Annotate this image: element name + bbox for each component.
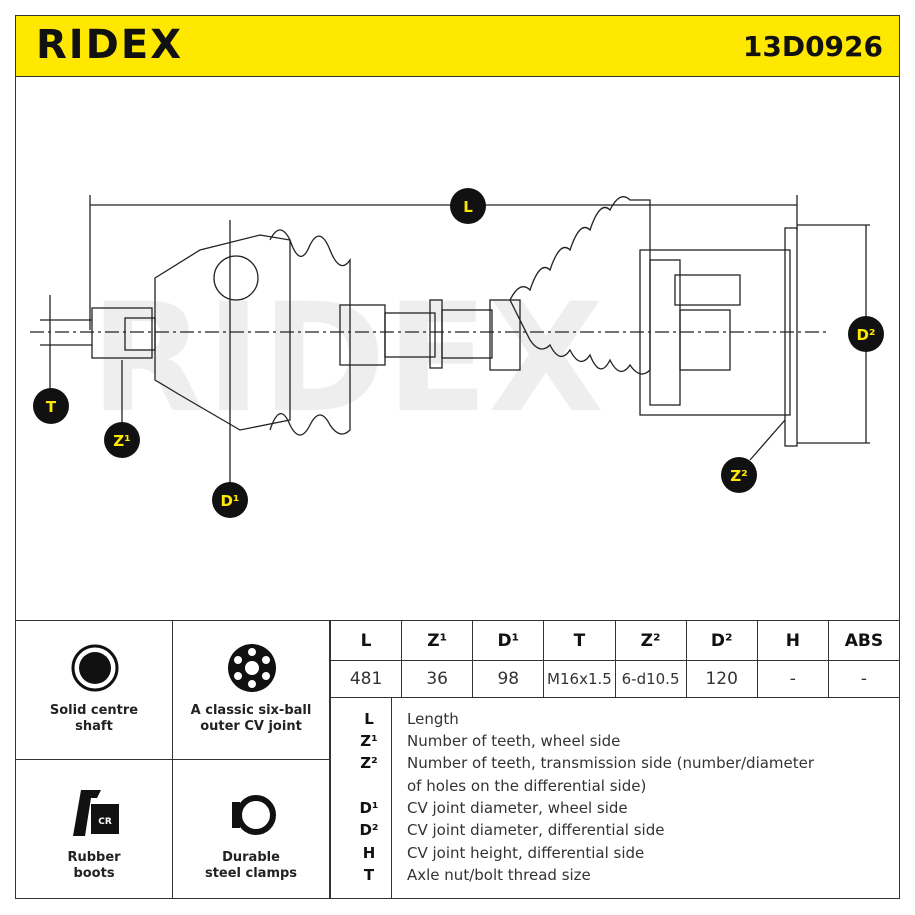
label-Z2: Z² xyxy=(721,457,757,493)
spec-value: 98 xyxy=(472,660,545,698)
spec-value: - xyxy=(827,660,901,698)
header: RIDEX 13D0926 xyxy=(15,15,900,77)
spec-table: L Z¹ D¹ T Z² D² H ABS 481 36 98 M16x1.5 … xyxy=(329,620,901,698)
feature-steel-clamps: Durable steel clamps xyxy=(172,759,330,899)
feature-rubber-boots: CR Rubber boots xyxy=(15,759,173,899)
axle-diagram: RIDEX L T Z¹ D¹ D² Z² xyxy=(30,188,884,518)
svg-text:D¹: D¹ xyxy=(220,492,239,510)
spec-header: Z¹ xyxy=(401,620,474,661)
spec-value: 481 xyxy=(329,660,403,698)
spec-value: M16x1.5 xyxy=(543,660,616,698)
svg-text:CR: CR xyxy=(98,817,112,827)
spec-value-row: 481 36 98 M16x1.5 6-d10.5 120 - - xyxy=(329,660,901,698)
solid-shaft-icon xyxy=(71,644,119,692)
feature-solid-shaft: Solid centre shaft xyxy=(15,620,173,760)
svg-text:D²: D² xyxy=(856,326,875,344)
spec-header-row: L Z¹ D¹ T Z² D² H ABS xyxy=(329,620,901,661)
brand-logo: RIDEX xyxy=(36,22,184,68)
watermark: RIDEX xyxy=(90,272,604,446)
spec-header: ABS xyxy=(827,620,901,661)
svg-text:Z¹: Z¹ xyxy=(113,432,130,450)
svg-text:Z²: Z² xyxy=(730,467,747,485)
steel-clamp-icon xyxy=(232,795,276,835)
spec-header: L xyxy=(329,620,403,661)
spec-value: 6-d10.5 xyxy=(614,660,687,698)
label-D1: D¹ xyxy=(212,482,248,518)
spec-header: T xyxy=(543,620,616,661)
label-L: L xyxy=(450,188,486,224)
part-number: 13D0926 xyxy=(742,30,883,63)
spec-header: D² xyxy=(685,620,758,661)
spec-value: - xyxy=(756,660,829,698)
svg-text:T: T xyxy=(46,398,57,416)
label-Z1: Z¹ xyxy=(104,422,140,458)
label-D2: D² xyxy=(848,316,884,352)
svg-text:L: L xyxy=(463,198,473,216)
spec-header: D¹ xyxy=(472,620,545,661)
spec-value: 36 xyxy=(401,660,474,698)
spec-header: Z² xyxy=(614,620,687,661)
axle-drawing xyxy=(30,195,870,485)
spec-value: 120 xyxy=(685,660,758,698)
label-T: T xyxy=(33,388,69,424)
rubber-boot-icon: CR xyxy=(73,790,119,836)
spec-header: H xyxy=(756,620,829,661)
feature-six-ball-joint: A classic six-ball outer CV joint xyxy=(172,620,330,760)
six-ball-joint-icon xyxy=(228,644,276,692)
